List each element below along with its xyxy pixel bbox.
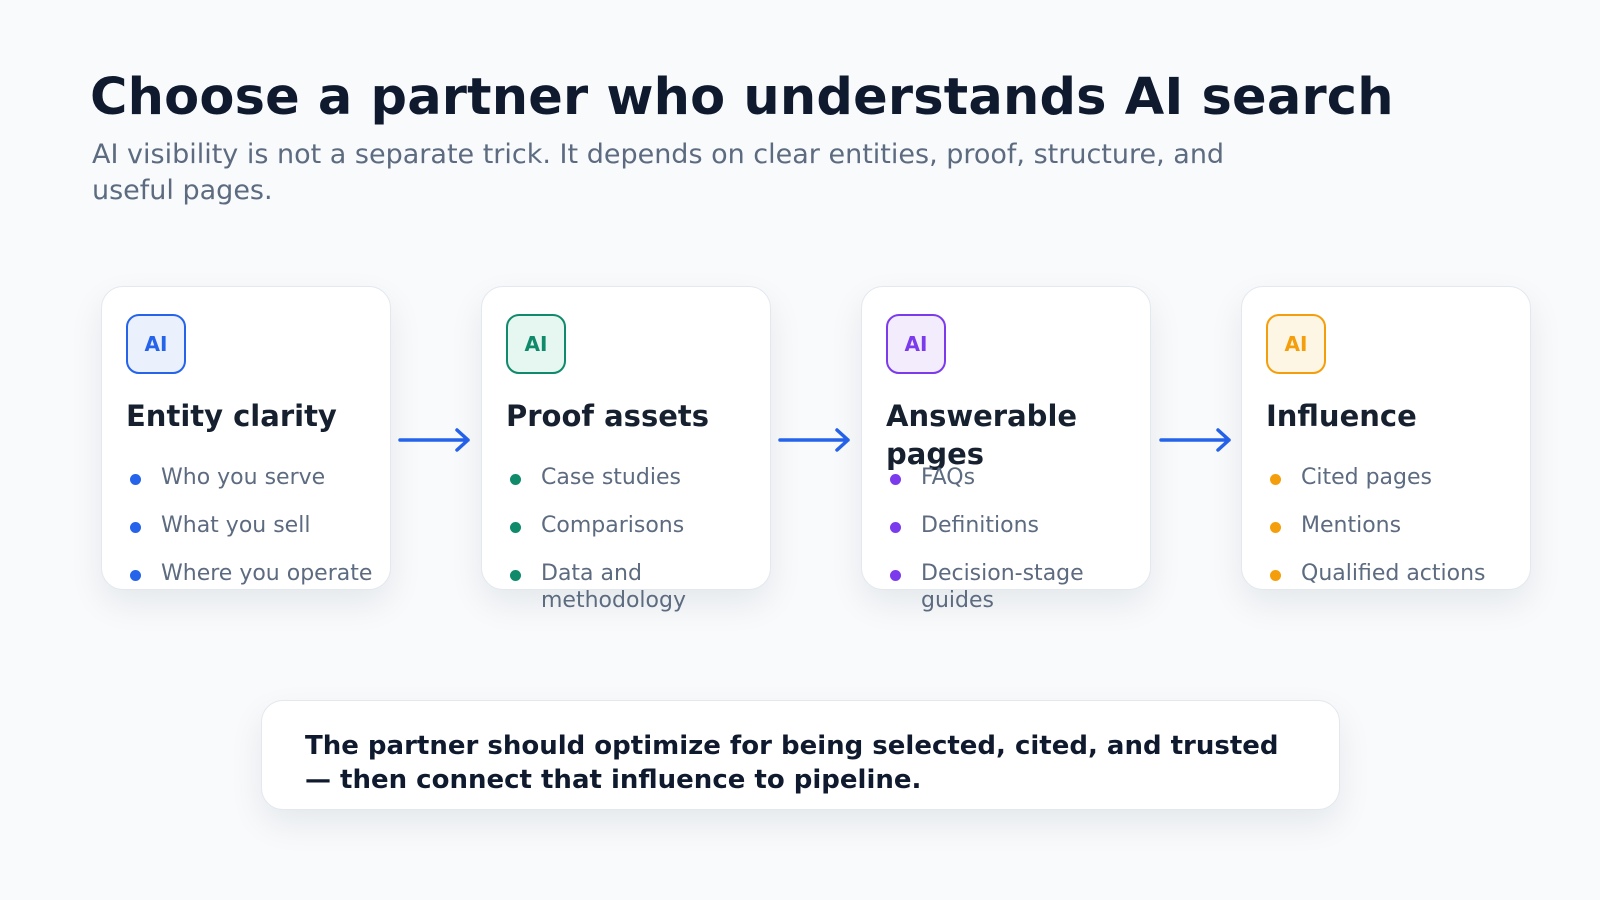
ai-badge-icon: AI bbox=[126, 314, 186, 374]
list-item: FAQs bbox=[890, 464, 1152, 512]
bullet-dot-icon bbox=[510, 522, 521, 533]
list-item-label: What you sell bbox=[161, 513, 311, 538]
bullet-dot-icon bbox=[130, 570, 141, 581]
summary-callout: The partner should optimize for being se… bbox=[261, 700, 1340, 810]
bullet-dot-icon bbox=[890, 474, 901, 485]
list-item-label: Mentions bbox=[1301, 513, 1402, 538]
ai-badge-icon: AI bbox=[1266, 314, 1326, 374]
callout-text: The partner should optimize for being se… bbox=[305, 731, 1279, 795]
card-item-list: Case studies Comparisons Data and method… bbox=[510, 464, 772, 613]
bullet-dot-icon bbox=[1270, 570, 1281, 581]
card-title: Influence bbox=[1266, 399, 1417, 433]
list-item-label: Cited pages bbox=[1301, 465, 1433, 490]
arrow-right-icon bbox=[778, 428, 850, 452]
card-item-list: Cited pages Mentions Qualified actions bbox=[1270, 464, 1532, 608]
bullet-dot-icon bbox=[1270, 522, 1281, 533]
list-item: Case studies bbox=[510, 464, 772, 512]
list-item: Definitions bbox=[890, 512, 1152, 560]
bullet-dot-icon bbox=[510, 474, 521, 485]
bullet-dot-icon bbox=[1270, 474, 1281, 485]
arrow-right-icon bbox=[398, 428, 470, 452]
list-item-label: FAQs bbox=[921, 465, 976, 490]
bullet-dot-icon bbox=[130, 474, 141, 485]
list-item: Data and methodology bbox=[510, 560, 772, 613]
list-item: Qualified actions bbox=[1270, 560, 1532, 608]
ai-badge-icon: AI bbox=[506, 314, 566, 374]
list-item-label: Qualified actions bbox=[1301, 561, 1486, 586]
list-item: Mentions bbox=[1270, 512, 1532, 560]
bullet-dot-icon bbox=[130, 522, 141, 533]
page-title: Choose a partner who understands AI sear… bbox=[90, 68, 1394, 127]
card-title: Proof assets bbox=[506, 399, 709, 433]
card-entity-clarity: AI Entity clarity Who you serve What you… bbox=[101, 286, 391, 590]
card-title: Answerable pages bbox=[886, 399, 1078, 471]
card-proof-assets: AI Proof assets Case studies Comparisons… bbox=[481, 286, 771, 613]
bullet-dot-icon bbox=[890, 570, 901, 581]
card-influence: AI Influence Cited pages Mentions Qualif… bbox=[1241, 286, 1531, 590]
card-item-list: FAQs Definitions Decision-stage guides bbox=[890, 464, 1152, 613]
list-item: Decision-stage guides bbox=[890, 560, 1152, 613]
card-answerable-pages: AI Answerable pages FAQs Definitions Dec… bbox=[861, 286, 1151, 613]
list-item: Who you serve bbox=[130, 464, 392, 512]
bullet-dot-icon bbox=[510, 570, 521, 581]
page-subtitle: AI visibility is not a separate trick. I… bbox=[92, 139, 1225, 206]
bullet-dot-icon bbox=[890, 522, 901, 533]
ai-badge-icon: AI bbox=[886, 314, 946, 374]
list-item-label: Decision-stage guides bbox=[921, 561, 1084, 613]
list-item-label: Comparisons bbox=[541, 513, 685, 538]
card-item-list: Who you serve What you sell Where you op… bbox=[130, 464, 392, 608]
arrow-right-icon bbox=[1159, 428, 1231, 452]
card-title: Entity clarity bbox=[126, 399, 337, 433]
list-item: Comparisons bbox=[510, 512, 772, 560]
list-item-label: Who you serve bbox=[161, 465, 326, 490]
list-item-label: Definitions bbox=[921, 513, 1039, 538]
list-item-label: Data and methodology bbox=[541, 561, 686, 613]
list-item: What you sell bbox=[130, 512, 392, 560]
list-item-label: Where you operate bbox=[161, 561, 373, 586]
list-item: Where you operate bbox=[130, 560, 392, 608]
list-item: Cited pages bbox=[1270, 464, 1532, 512]
list-item-label: Case studies bbox=[541, 465, 681, 490]
